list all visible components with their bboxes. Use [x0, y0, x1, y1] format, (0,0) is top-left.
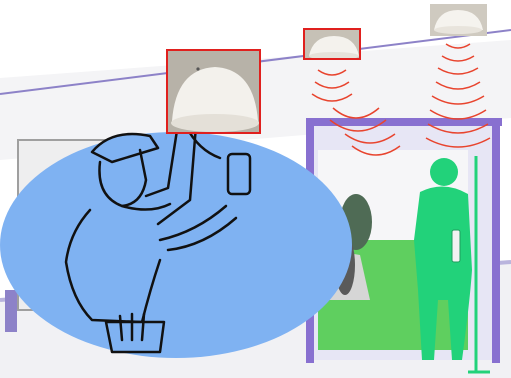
door-frame-top: [306, 118, 502, 126]
door-frame-right: [492, 118, 500, 363]
highlight-oval: [0, 132, 352, 358]
partition-post: [5, 290, 17, 332]
ceiling-sensor-icon: [166, 49, 261, 134]
ceiling-sensor-icon: [303, 28, 361, 60]
ceiling-sensor-icon: [430, 4, 487, 36]
